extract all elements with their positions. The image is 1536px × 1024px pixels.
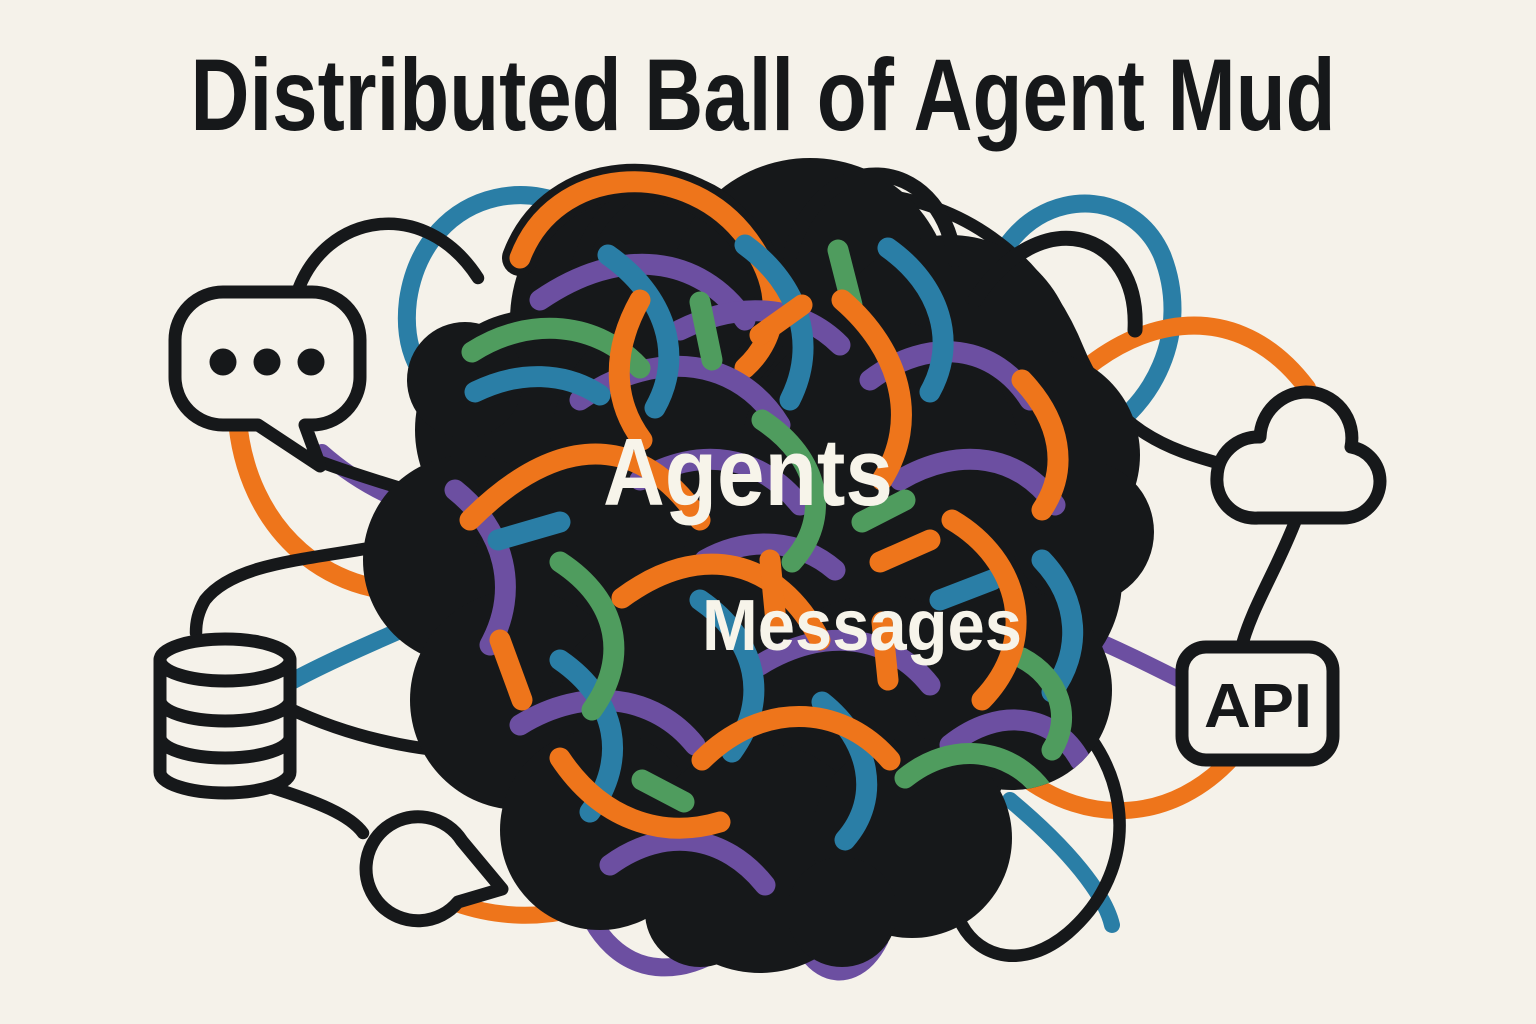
- messages-label: Messages: [702, 586, 1022, 666]
- page-title: Distributed Ball of Agent Mud: [191, 38, 1336, 152]
- speech-bubble-icon: [168, 285, 367, 473]
- agents-label: Agents: [603, 419, 893, 526]
- tangle-ball: [363, 158, 1154, 973]
- typing-dots: [209, 348, 325, 376]
- api-box-icon: API: [1175, 640, 1340, 767]
- api-label: API: [1204, 672, 1312, 741]
- cloud-icon: [1210, 385, 1387, 525]
- tangle-strands: [444, 234, 1091, 896]
- database-icon: [153, 632, 297, 800]
- small-speech-bubble-icon: [359, 810, 509, 928]
